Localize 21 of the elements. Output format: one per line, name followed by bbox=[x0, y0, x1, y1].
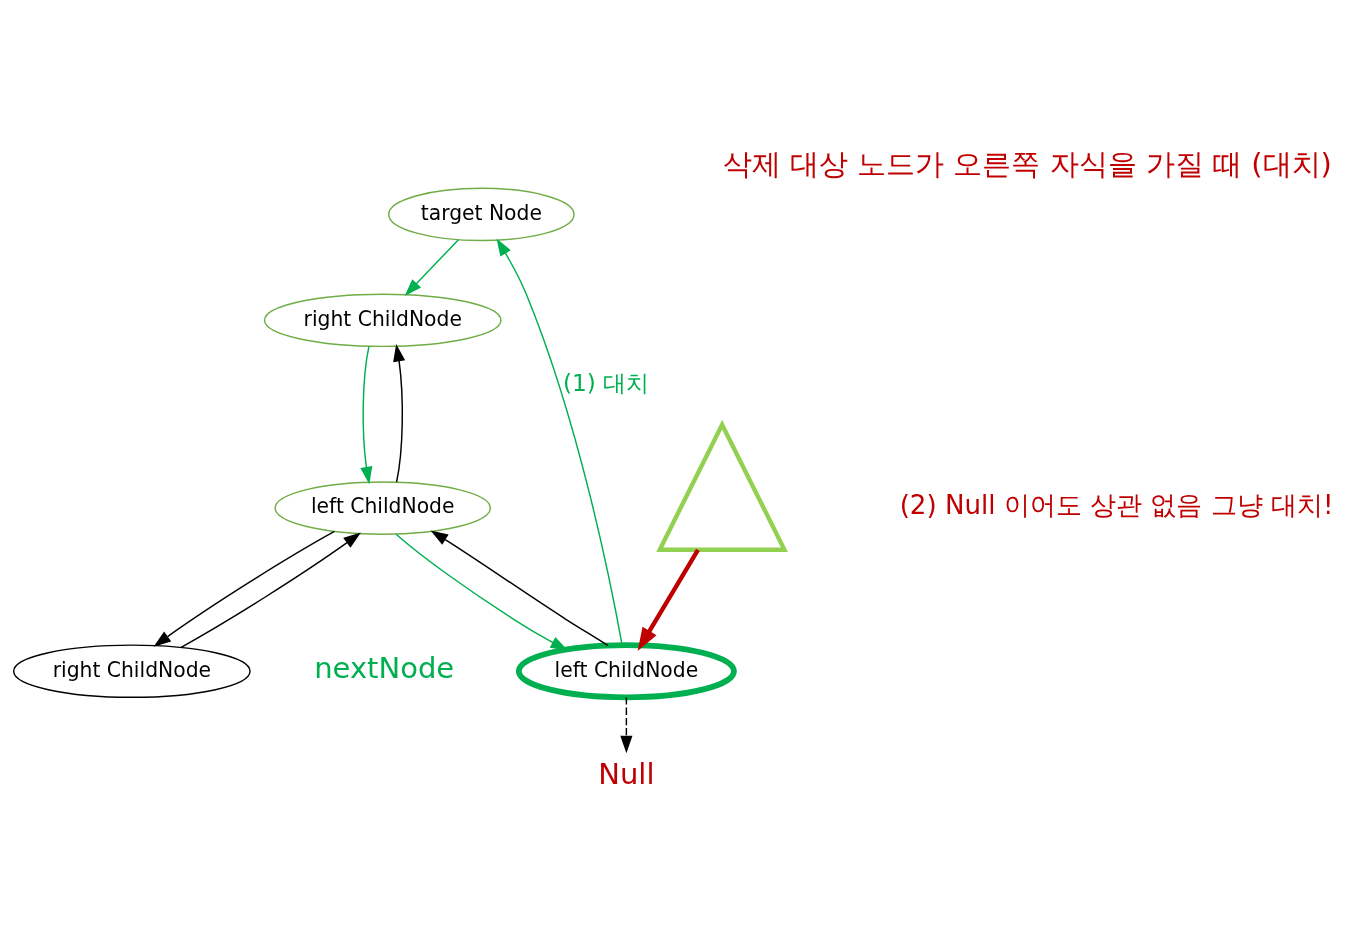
node-ellipse: right ChildNode bbox=[263, 293, 502, 348]
arrow bbox=[393, 344, 406, 483]
arrow bbox=[404, 239, 460, 296]
node-ellipse: left ChildNode bbox=[274, 481, 492, 535]
label: (2) Null 이어도 상관 없음 그냥 대치! bbox=[899, 490, 1334, 521]
arrow bbox=[620, 696, 633, 754]
arrow bbox=[430, 530, 609, 647]
arrow bbox=[395, 533, 568, 651]
node-triangle bbox=[656, 419, 788, 552]
diagram-title: 삭제 대상 노드가 오른쪽 자식을 가질 때 (대치) bbox=[722, 146, 1332, 181]
arrow bbox=[360, 345, 373, 485]
node-ellipse: right ChildNode bbox=[12, 644, 251, 699]
edge-label: (1) 대치 bbox=[562, 369, 650, 397]
arrow bbox=[180, 532, 361, 648]
node-text: Null bbox=[598, 757, 655, 792]
node-ellipse: left ChildNode bbox=[515, 642, 737, 701]
node-ellipse: target Node bbox=[387, 187, 575, 242]
arrow bbox=[637, 548, 700, 651]
arrow bbox=[496, 238, 623, 646]
node-label: nextNode bbox=[314, 651, 455, 686]
arrow bbox=[153, 530, 336, 647]
